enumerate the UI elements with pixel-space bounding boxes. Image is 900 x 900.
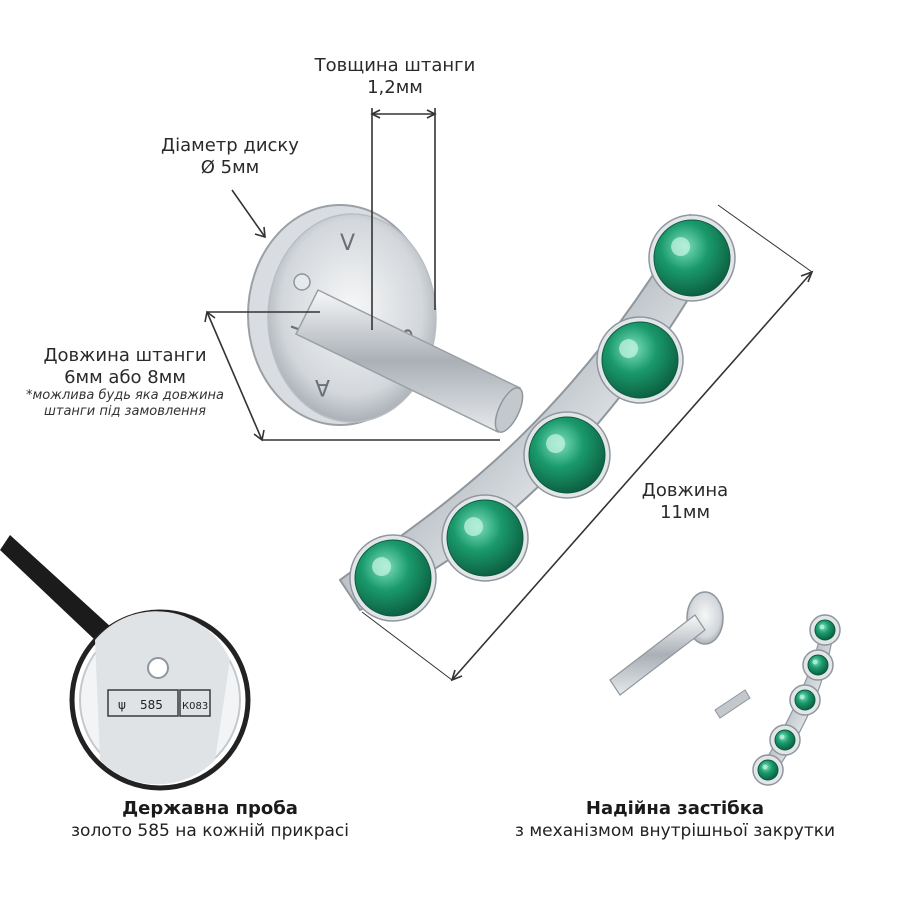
rod-thickness-title: Товщина штанги xyxy=(314,55,476,76)
length-label: Довжина 11мм xyxy=(625,480,745,523)
hallmark-caption-title: Державна проба xyxy=(122,798,298,819)
rod-length-note-2: штанги під замовлення xyxy=(43,404,206,420)
gem-4 xyxy=(596,316,684,404)
dimension-lines xyxy=(204,108,814,682)
disc-diameter-label: Діаметр диску Ø 5мм xyxy=(140,135,320,178)
clasp-caption: Надійна застібка з механізмом внутрішньо… xyxy=(470,797,880,842)
length-value: 11мм xyxy=(659,501,711,523)
trident-mark: ψ xyxy=(118,698,126,712)
clasp-gem-5 xyxy=(809,614,841,646)
rod-length-label: Довжина штанги 6мм або 8мм *можлива будь… xyxy=(20,345,230,421)
clasp-gem-1 xyxy=(752,754,784,786)
hallmark-caption: Державна проба золото 585 на кожній прик… xyxy=(20,797,400,842)
gem-2 xyxy=(441,494,529,582)
stamp-585: 585 xyxy=(140,698,163,712)
clasp-gems xyxy=(752,614,841,786)
clasp-caption-subtitle: з механізмом внутрішньої закрутки xyxy=(514,821,836,842)
disc-diameter-value: Ø 5мм xyxy=(200,156,260,178)
gem-1 xyxy=(349,534,437,622)
clasp-gem-4 xyxy=(802,649,834,681)
gem-5 xyxy=(648,214,736,302)
rod-thickness-label: Товщина штанги 1,2мм xyxy=(300,55,490,98)
gem-3 xyxy=(523,411,611,499)
rod-thickness-value: 1,2мм xyxy=(367,76,423,98)
hallmark-caption-subtitle: золото 585 на кожній прикрасі xyxy=(71,821,349,842)
rod-length-note-1: *можлива будь яка довжина xyxy=(26,388,224,404)
rod-length-value: 6мм або 8мм xyxy=(64,366,186,388)
clasp-gem-3 xyxy=(789,684,821,716)
disc-diameter-title: Діаметр диску xyxy=(161,135,299,156)
length-title: Довжина xyxy=(641,480,729,501)
rod xyxy=(294,289,524,433)
rod-length-title: Довжина штанги xyxy=(43,345,207,366)
gems xyxy=(349,214,736,622)
magnifier: 585 К083 ψ xyxy=(0,535,251,791)
clasp-gem-2 xyxy=(769,724,801,756)
stamp-code: К083 xyxy=(182,701,208,712)
disc-mark-a: A xyxy=(315,374,330,399)
clasp-caption-title: Надійна застібка xyxy=(585,798,765,819)
disc-mark-v: V xyxy=(340,231,355,256)
